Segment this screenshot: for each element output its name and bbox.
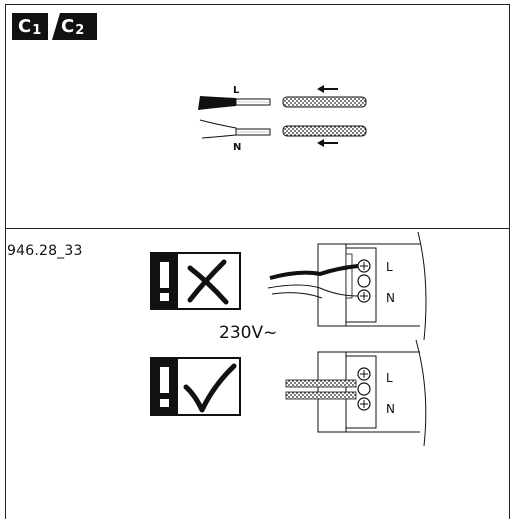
- wire-label-live: L: [233, 85, 240, 96]
- connector-wrong: [267, 231, 427, 341]
- mesh-sleeve-top: [282, 96, 367, 108]
- arrow-left-icon: [317, 139, 338, 147]
- connector-correct: [285, 339, 427, 447]
- tab-c2: C2: [52, 13, 97, 40]
- stripped-wire-live: [198, 96, 271, 110]
- exclamation-check-icon: [150, 357, 241, 416]
- stripped-wire-neutral: [199, 119, 271, 139]
- terminal-label-live-bottom: L: [386, 371, 393, 385]
- terminal-label-neutral-top: N: [386, 291, 395, 305]
- page-frame: [5, 4, 510, 519]
- exclamation-cross-icon: [150, 252, 241, 310]
- reference-code: 946.28_33: [7, 243, 83, 259]
- wire-label-neutral: N: [233, 142, 241, 153]
- terminal-label-neutral-bottom: N: [386, 402, 395, 416]
- arrow-left-icon: [317, 85, 338, 93]
- section-divider: [5, 228, 510, 229]
- terminal-label-live-top: L: [386, 260, 393, 274]
- tab-c1: C1: [12, 13, 48, 40]
- voltage-label: 230V~: [219, 323, 278, 343]
- mesh-sleeve-bottom: [282, 125, 367, 137]
